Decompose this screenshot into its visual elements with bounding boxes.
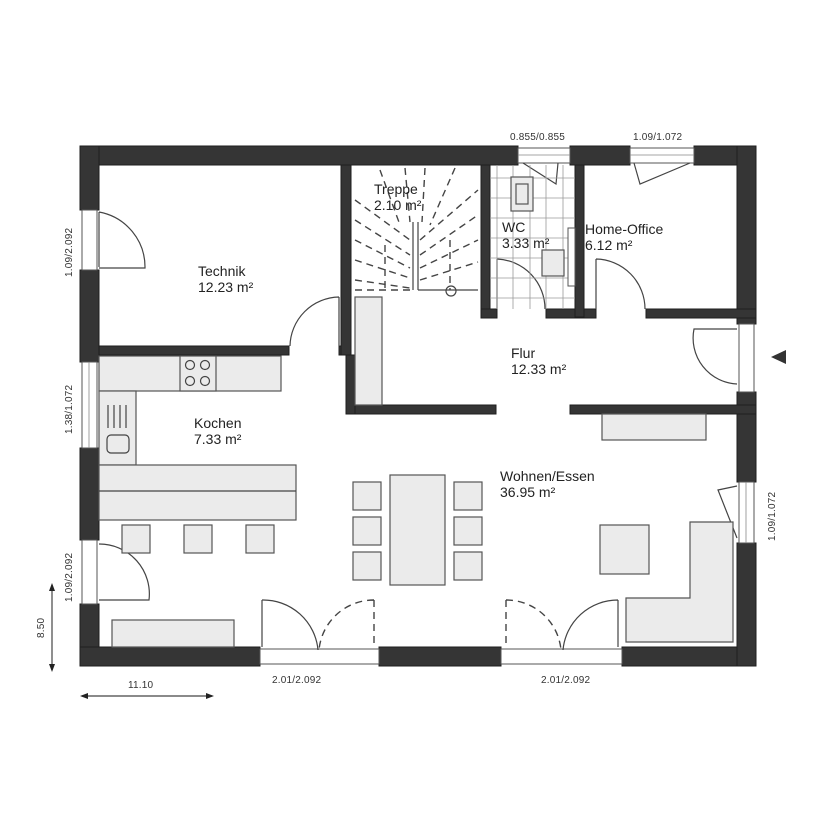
dim-bottom-door-right: 2.01/2.092 — [541, 675, 591, 686]
room-name: Home-Office — [585, 221, 664, 237]
room-area: 7.33 m² — [194, 431, 242, 447]
dimension-lines — [49, 583, 214, 699]
total-depth-label: 8.50 — [36, 617, 47, 638]
kitchen-fixtures — [98, 355, 297, 648]
entrance-arrow-icon — [771, 350, 786, 364]
staircase — [354, 167, 479, 406]
living-furniture — [352, 413, 734, 643]
room-area: 12.23 m² — [198, 279, 254, 295]
room-name: Technik — [198, 263, 246, 279]
room-label-wohnen-essen: Wohnen/Essen 36.95 m² — [500, 468, 595, 500]
room-area: 36.95 m² — [500, 484, 556, 500]
room-area: 3.33 m² — [502, 235, 550, 251]
dim-left-living-door: 1.09/2.092 — [64, 552, 75, 602]
room-label-technik: Technik 12.23 m² — [198, 263, 253, 295]
room-area: 12.33 m² — [511, 361, 567, 377]
room-label-flur: Flur 12.33 m² — [511, 345, 566, 377]
dim-left-kitchen-window: 1.38/1.072 — [64, 384, 75, 434]
dim-top-office-window: 1.09/1.072 — [633, 132, 683, 143]
dim-bottom-door-left: 2.01/2.092 — [272, 675, 322, 686]
room-name: Kochen — [194, 415, 242, 431]
room-label-wc: WC 3.33 m² — [502, 219, 549, 251]
interior-walls — [98, 164, 757, 415]
room-name: Treppe — [374, 181, 418, 197]
outer-walls — [79, 145, 757, 667]
windows — [81, 147, 755, 665]
room-name: WC — [502, 219, 526, 235]
room-label-home-office: Home-Office 6.12 m² — [585, 221, 663, 253]
room-label-treppe: Treppe 2.10 m² — [374, 181, 421, 213]
total-width-label: 11.10 — [128, 680, 154, 691]
dim-top-wc-window: 0.855/0.855 — [510, 132, 566, 143]
room-name: Flur — [511, 345, 536, 361]
wc-fixtures — [490, 165, 576, 309]
dim-right-living-window: 1.09/1.072 — [767, 491, 778, 541]
room-area: 2.10 m² — [374, 197, 422, 213]
room-area: 6.12 m² — [585, 237, 633, 253]
room-label-kochen: Kochen 7.33 m² — [194, 415, 241, 447]
dim-left-technik-door: 1.09/2.092 — [64, 227, 75, 277]
room-name: Wohnen/Essen — [500, 468, 595, 484]
